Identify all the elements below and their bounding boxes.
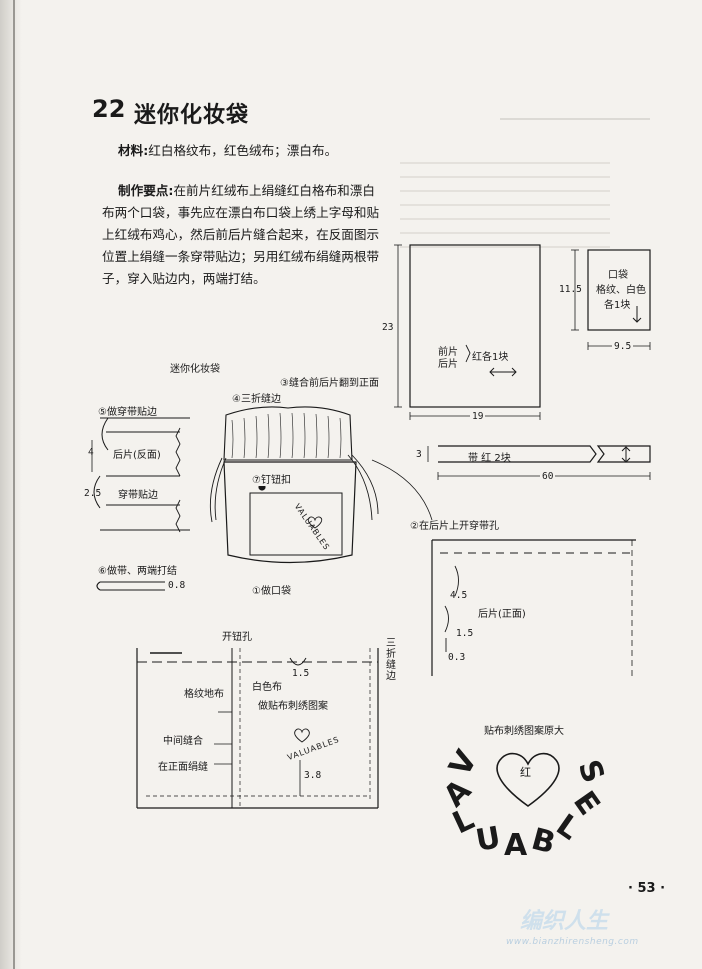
back-face-label: 后片(正面) [478, 609, 526, 620]
materials-text: 红白格纹布，红色绒布；漂白布。 [148, 143, 338, 158]
page-title: 迷你化妆袋 [134, 103, 250, 128]
front-piece-label: 前片 [438, 347, 458, 358]
instructions-text: 在前片红绒布上绢缝红白格布和漂白布两个口袋，事先应在漂白布口袋上绣上字母和贴上红… [102, 183, 380, 286]
letter-s: S [570, 755, 611, 788]
step6-label: ⑥做带、两端打结 [98, 566, 177, 577]
dim-4: 4 [88, 447, 94, 458]
pocket-label-3: 各1块 [604, 300, 631, 311]
strap-label: 带 红 2块 [468, 453, 511, 464]
step7-label: ⑦钉钮扣 [252, 471, 291, 486]
back-dim-1-5: 1.5 [456, 628, 474, 639]
full-size-letters: V A L U A B L E S [430, 740, 630, 863]
back-reverse-label: 后片(反面) [113, 450, 161, 461]
full-size-heart [496, 752, 560, 807]
bag-caption: 迷你化妆袋 [170, 364, 220, 375]
front-back-fabric: 红各1块 [472, 352, 509, 363]
dim-0-8: 0.8 [168, 580, 186, 591]
bleed-through-heading [500, 92, 650, 120]
strap-length-dim: 60 [540, 471, 556, 482]
triple-fold-vertical-label: 三 折 缝 边 [386, 638, 396, 682]
step1-label: ①做口袋 [252, 586, 291, 597]
front-width-dim: 19 [470, 411, 486, 422]
middle-seam-label: 中间缝合 [163, 736, 203, 747]
dim-2-5: 2.5 [84, 488, 102, 499]
white-fabric-label: 白色布 [252, 682, 282, 693]
back-dim-0-3: 0.3 [448, 652, 466, 663]
strap-pattern-left [438, 445, 597, 463]
step3-label: ③缝合前后片翻到正面 [280, 378, 379, 389]
pocket-pattern-rect [587, 249, 651, 331]
watermark-logo: 编织人生 [520, 909, 609, 934]
embroidery-pattern-label: 做贴布刺绣图案 [258, 701, 328, 712]
watermark-url: www.bianzhirensheng.com [506, 937, 639, 947]
channel-facing-label: 穿带贴边 [118, 490, 158, 501]
step2-label: ②在后片上开穿带孔 [410, 521, 499, 532]
book-spine-line [13, 0, 15, 969]
instructions-paragraph: 制作要点:在前片红绒布上绢缝红白格布和漂白布两个口袋，事先应在漂白布口袋上绣上字… [102, 180, 382, 290]
pocket-label-1: 口袋 [608, 270, 628, 281]
topstitch-label: 在正面绢缝 [158, 762, 208, 773]
pocket-width-dim: 9.5 [612, 341, 634, 352]
heart-color-label: 红 [520, 766, 531, 779]
materials-paragraph: 材料:红白格纹布，红色绒布；漂白布。 [102, 140, 382, 162]
section-number: 22 [92, 95, 126, 123]
step5-label: ⑤做穿带贴边 [98, 407, 157, 418]
back-dim-4-5: 4.5 [450, 590, 468, 601]
back-piece-label: 后片 [438, 359, 458, 370]
pocket-label-2: 格纹、白色 [596, 285, 646, 296]
buttonhole-label: 开钮孔 [222, 632, 252, 643]
pocket-height-dim: 11.5 [559, 284, 582, 295]
bottom-dim-3-8: 3.8 [304, 770, 322, 781]
bag-ruffle-top [223, 406, 353, 461]
instructions-label: 制作要点: [118, 183, 174, 198]
full-size-caption: 贴布刺绣图案原大 [484, 726, 564, 737]
front-height-dim: 23 [382, 322, 394, 333]
letter-a2: A [504, 828, 528, 863]
front-back-pattern-rect [409, 244, 541, 408]
materials-label: 材料: [118, 143, 149, 158]
bottom-dim-1-5: 1.5 [292, 668, 310, 679]
letter-u: U [473, 820, 504, 859]
strap-pattern-right [596, 445, 651, 463]
plaid-ground-label: 格纹地布 [184, 689, 224, 700]
strap-height-dim: 3 [416, 449, 422, 460]
bag-body [223, 461, 357, 564]
bleed-through-text [400, 150, 610, 250]
page-number: · 53 · [628, 881, 666, 896]
bag-pocket [249, 492, 343, 556]
step4-label: ④三折缝边 [232, 394, 281, 405]
book-spine-shadow [0, 0, 22, 969]
